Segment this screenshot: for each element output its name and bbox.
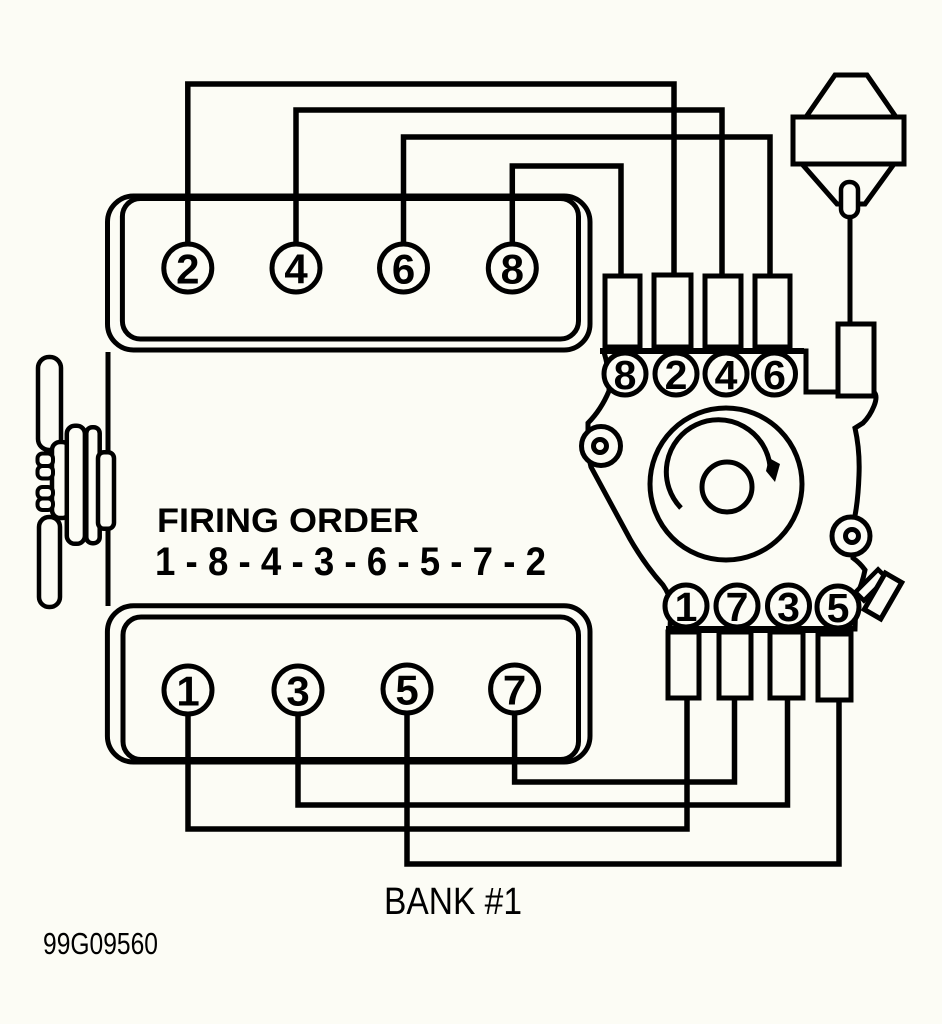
svg-text:7: 7 <box>726 584 749 630</box>
svg-text:6: 6 <box>763 352 786 398</box>
svg-text:3: 3 <box>286 668 309 715</box>
svg-text:8: 8 <box>614 352 637 398</box>
svg-text:1 - 8 - 4 - 3 - 6 - 5 - 7 - 2: 1 - 8 - 4 - 3 - 6 - 5 - 7 - 2 <box>155 540 546 584</box>
svg-text:2: 2 <box>176 246 199 293</box>
svg-text:3: 3 <box>777 584 800 630</box>
svg-text:8: 8 <box>501 246 524 293</box>
svg-text:6: 6 <box>392 246 415 293</box>
svg-text:4: 4 <box>715 352 738 398</box>
svg-text:1: 1 <box>176 668 199 715</box>
svg-text:FIRING ORDER: FIRING ORDER <box>157 502 419 540</box>
svg-text:99G09560: 99G09560 <box>43 926 158 961</box>
svg-text:5: 5 <box>395 667 418 714</box>
svg-text:1: 1 <box>675 584 698 630</box>
svg-text:2: 2 <box>665 352 688 398</box>
svg-text:7: 7 <box>503 667 526 714</box>
svg-text:4: 4 <box>284 246 308 293</box>
svg-text:5: 5 <box>827 585 850 631</box>
svg-text:BANK #1: BANK #1 <box>384 881 522 923</box>
